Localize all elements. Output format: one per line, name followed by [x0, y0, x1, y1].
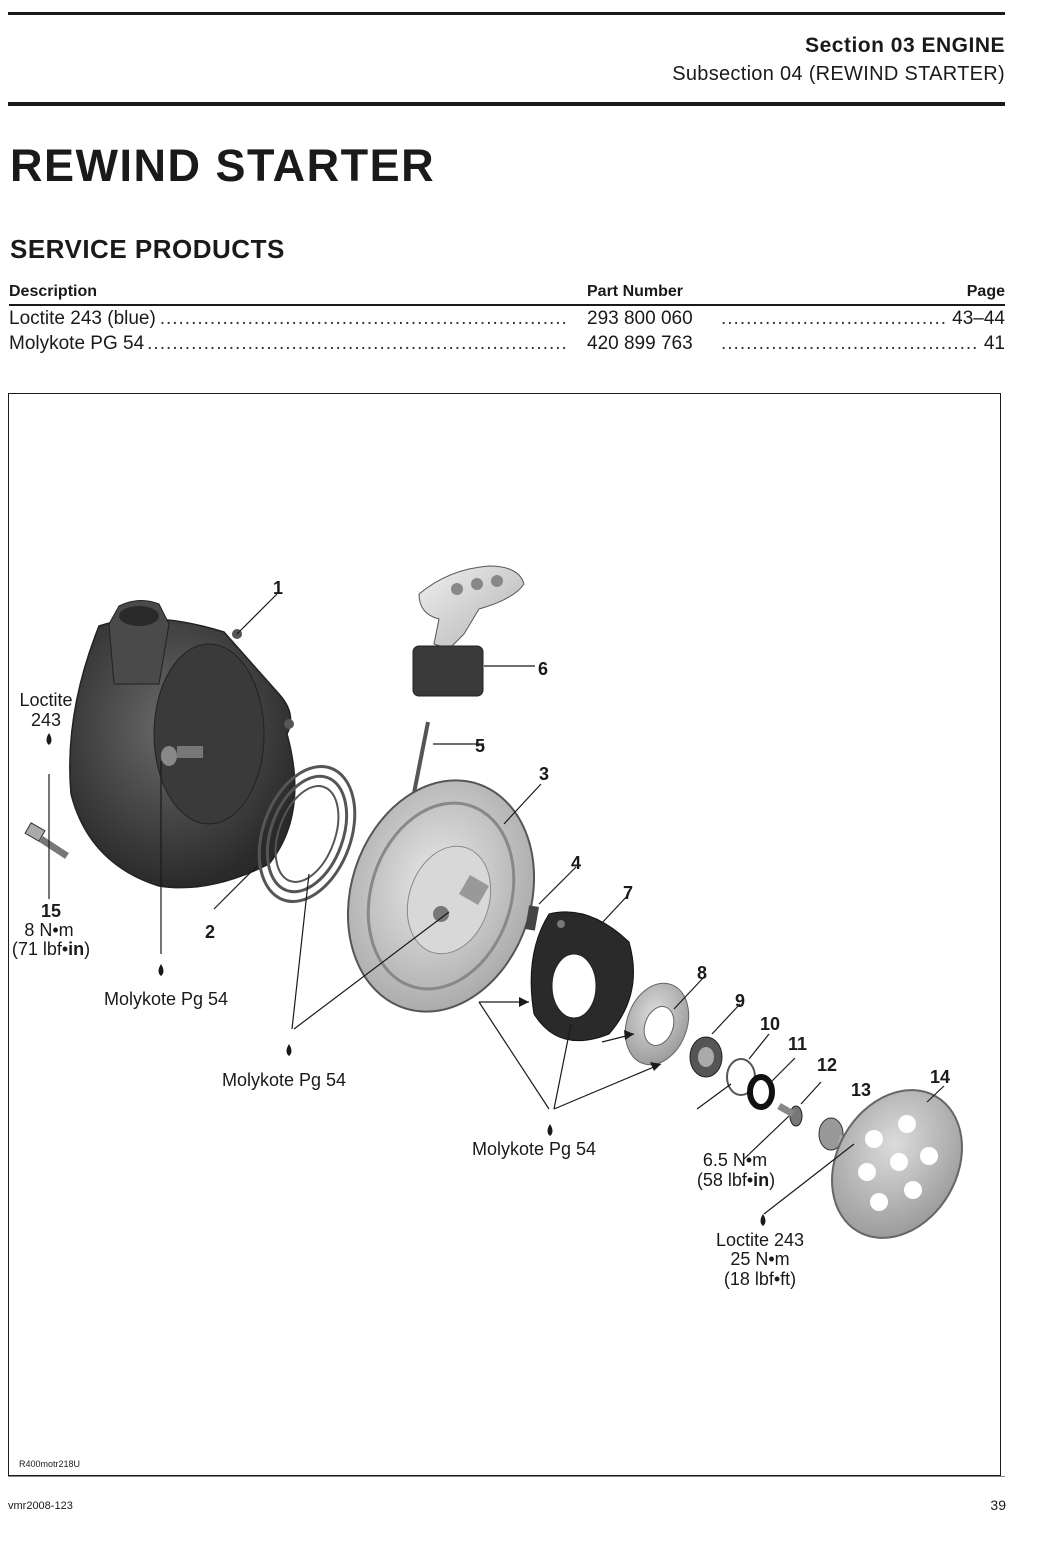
- annotation-torque-13-imperial: (18 lbf•ft): [724, 1269, 796, 1289]
- callout-14: 14: [930, 1067, 950, 1087]
- part-6-handle: [412, 565, 525, 697]
- page-title: REWIND STARTER: [10, 140, 436, 191]
- header-top-rule: [8, 12, 1005, 15]
- leader-lines: [48, 593, 945, 1215]
- leader-dots: ........................................…: [9, 333, 569, 354]
- part-8-friction-plate: [624, 982, 690, 1066]
- callout-13: 13: [851, 1080, 871, 1100]
- part-4-pawl: [524, 905, 540, 931]
- col-part-number: Part Number: [587, 283, 684, 300]
- callout-11: 11: [788, 1034, 807, 1054]
- service-products-table: Description Part Number Page ...........…: [9, 280, 1005, 356]
- annotation-molykote: Molykote Pg 54: [104, 989, 228, 1009]
- annotation-torque-12: 6.5 N•m: [703, 1150, 767, 1170]
- part-11-washer: [747, 1074, 775, 1110]
- leader-dots: ........................................…: [721, 308, 1005, 329]
- row-part-number: 293 800 060: [583, 308, 699, 330]
- callout-7: 7: [623, 883, 633, 903]
- callout-5: 5: [475, 736, 485, 756]
- row-description: Loctite 243 (blue): [9, 308, 158, 330]
- annotation-torque-13: 25 N•m: [730, 1249, 789, 1269]
- callout-15: 15: [41, 901, 61, 921]
- exploded-view-figure: 1 2 3 4 5 6 7 8 9 10 11 12 13 14 15 Loct…: [8, 393, 1001, 1476]
- part-9-spring: [689, 1036, 723, 1078]
- drop-icon: [760, 1214, 766, 1226]
- callout-2: 2: [205, 922, 215, 942]
- footer-doc-id: vmr2008-123: [8, 1500, 73, 1512]
- arrowhead: [519, 997, 529, 1007]
- annotation-loctite-13: Loctite 243: [716, 1230, 804, 1250]
- table-header-rule: [9, 304, 1005, 306]
- exploded-view-drawing: 1 2 3 4 5 6 7 8 9 10 11 12 13 14 15 Loct…: [12, 565, 963, 1289]
- col-page: Page: [966, 283, 1005, 300]
- footer-rule: [8, 1476, 1005, 1477]
- figure-reference: R400motr218U: [19, 1459, 81, 1469]
- table-row: ........................................…: [9, 306, 1005, 331]
- callout-4: 4: [571, 853, 581, 873]
- arrowhead: [650, 1062, 661, 1071]
- callout-1: 1: [273, 578, 283, 598]
- row-page: 43–44: [948, 308, 1005, 330]
- callout-12: 12: [817, 1055, 837, 1075]
- annotation-torque-15-imperial: (71 lbf•in): [12, 939, 90, 959]
- part-12-screw: [777, 1102, 803, 1127]
- row-page: 41: [979, 333, 1005, 355]
- annotation-loctite: Loctite: [19, 690, 72, 710]
- arrowhead: [624, 1030, 634, 1040]
- table-row: ........................................…: [9, 331, 1005, 356]
- part-2-recoil-spring: [257, 765, 357, 903]
- service-products-heading: SERVICE PRODUCTS: [10, 234, 285, 264]
- section-label: Section 03 ENGINE: [805, 34, 1005, 57]
- part-14-cap: [831, 1089, 963, 1239]
- table-header: Description Part Number Page: [9, 280, 1005, 304]
- drop-icons: [46, 733, 766, 1226]
- part-7-pawl-lock: [530, 911, 634, 1042]
- part-3-rope-pulley: [346, 779, 536, 1013]
- drop-icon: [547, 1124, 553, 1136]
- annotation-torque-15: 8 N•m: [24, 920, 73, 940]
- starter-housing: [69, 600, 296, 889]
- leader-dots: ........................................…: [721, 333, 1005, 354]
- callout-9: 9: [735, 991, 745, 1011]
- callout-8: 8: [697, 963, 707, 983]
- row-part-number: 420 899 763: [583, 333, 699, 355]
- row-description: Molykote PG 54: [9, 333, 147, 355]
- annotation-loctite-number: 243: [31, 710, 61, 730]
- callout-3: 3: [539, 764, 549, 784]
- part-15-screw: [24, 822, 69, 859]
- callout-10: 10: [760, 1014, 780, 1034]
- annotation-molykote: Molykote Pg 54: [222, 1070, 346, 1090]
- subsection-label: Subsection 04 (REWIND STARTER): [672, 63, 1005, 85]
- callout-6: 6: [538, 659, 548, 679]
- page-number: 39: [990, 1497, 1006, 1513]
- annotation-molykote: Molykote Pg 54: [472, 1139, 596, 1159]
- drop-icon: [286, 1044, 292, 1056]
- header-bottom-rule: [8, 102, 1005, 106]
- drop-icon: [46, 733, 52, 745]
- annotation-torque-12-imperial: (58 lbf•in): [697, 1170, 775, 1190]
- drop-icon: [158, 964, 164, 976]
- col-description: Description: [9, 283, 98, 300]
